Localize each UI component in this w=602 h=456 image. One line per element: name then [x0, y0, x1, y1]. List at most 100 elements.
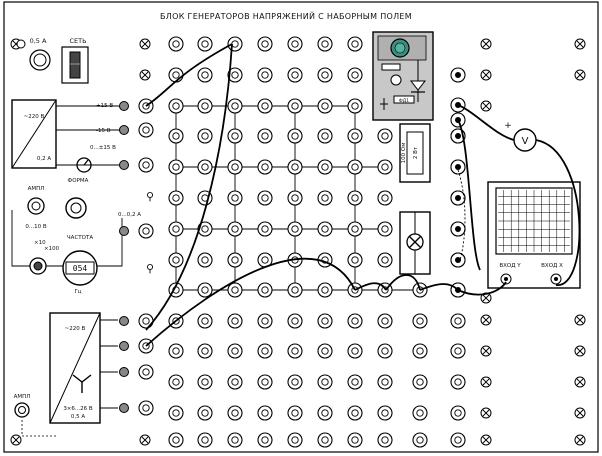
source-terminal-jack[interactable]: [138, 122, 154, 138]
breadboard-jack[interactable]: [287, 405, 303, 421]
breadboard-jack[interactable]: [168, 252, 184, 268]
breadboard-jack[interactable]: [227, 252, 243, 268]
breadboard-jack[interactable]: [227, 432, 243, 448]
breadboard-jack[interactable]: [197, 221, 213, 237]
breadboard-jack[interactable]: [257, 36, 273, 52]
breadboard-jack[interactable]: [317, 374, 333, 390]
breadboard-jack[interactable]: [377, 128, 393, 144]
breadboard-jack[interactable]: [168, 98, 184, 114]
breadboard-jack[interactable]: [227, 98, 243, 114]
breadboard-jack[interactable]: [257, 405, 273, 421]
breadboard-jack[interactable]: [197, 432, 213, 448]
breadboard-jack[interactable]: [450, 432, 466, 448]
breadboard-jack[interactable]: [287, 98, 303, 114]
breadboard-jack[interactable]: [347, 343, 363, 359]
breadboard-jack[interactable]: [257, 221, 273, 237]
breadboard-jack[interactable]: [317, 159, 333, 175]
breadboard-jack[interactable]: [168, 405, 184, 421]
breadboard-jack[interactable]: [197, 159, 213, 175]
breadboard-jack[interactable]: [287, 313, 303, 329]
breadboard-jack[interactable]: [347, 432, 363, 448]
breadboard-jack[interactable]: [168, 67, 184, 83]
breadboard-jack[interactable]: [257, 159, 273, 175]
breadboard-jack[interactable]: [197, 313, 213, 329]
breadboard-jack[interactable]: [257, 252, 273, 268]
breadboard-jack[interactable]: [227, 374, 243, 390]
source-socket-jack[interactable]: [119, 341, 129, 351]
breadboard-jack[interactable]: [412, 313, 428, 329]
breadboard-jack[interactable]: [347, 98, 363, 114]
breadboard-jack[interactable]: [197, 252, 213, 268]
breadboard-jack[interactable]: [347, 405, 363, 421]
breadboard-jack[interactable]: [377, 405, 393, 421]
breadboard-jack[interactable]: [287, 128, 303, 144]
breadboard-jack[interactable]: [197, 343, 213, 359]
breadboard-jack[interactable]: [317, 98, 333, 114]
breadboard-jack[interactable]: [197, 36, 213, 52]
source-terminal-jack[interactable]: [138, 157, 154, 173]
breadboard-jack[interactable]: [317, 36, 333, 52]
breadboard-jack[interactable]: [168, 432, 184, 448]
breadboard-jack[interactable]: [257, 282, 273, 298]
breadboard-jack[interactable]: [227, 128, 243, 144]
breadboard-jack[interactable]: [450, 343, 466, 359]
breadboard-jack[interactable]: [197, 67, 213, 83]
breadboard-jack[interactable]: [168, 36, 184, 52]
source-terminal-jack[interactable]: [138, 313, 154, 329]
breadboard-jack[interactable]: [257, 343, 273, 359]
breadboard-jack[interactable]: [347, 374, 363, 390]
breadboard-jack[interactable]: [412, 432, 428, 448]
breadboard-jack[interactable]: [450, 405, 466, 421]
breadboard-jack[interactable]: [287, 221, 303, 237]
fg-output-jack[interactable]: [119, 226, 129, 236]
breadboard-jack[interactable]: [227, 159, 243, 175]
breadboard-jack[interactable]: [287, 190, 303, 206]
power-switch-icon[interactable]: [61, 46, 89, 84]
breadboard-jack[interactable]: [197, 282, 213, 298]
breadboard-jack[interactable]: [377, 252, 393, 268]
breadboard-jack[interactable]: [227, 190, 243, 206]
source-socket-jack[interactable]: [119, 160, 129, 170]
breadboard-jack[interactable]: [317, 313, 333, 329]
breadboard-jack[interactable]: [197, 374, 213, 390]
breadboard-jack[interactable]: [168, 374, 184, 390]
breadboard-jack[interactable]: [347, 190, 363, 206]
source-socket-jack[interactable]: [119, 403, 129, 413]
breadboard-jack[interactable]: [377, 190, 393, 206]
source-terminal-jack[interactable]: [138, 223, 154, 239]
breadboard-jack[interactable]: [412, 405, 428, 421]
breadboard-jack[interactable]: [347, 252, 363, 268]
breadboard-jack[interactable]: [287, 67, 303, 83]
breadboard-jack[interactable]: [227, 221, 243, 237]
breadboard-jack[interactable]: [317, 128, 333, 144]
breadboard-jack[interactable]: [168, 190, 184, 206]
breadboard-jack[interactable]: [377, 221, 393, 237]
source-socket-jack[interactable]: [119, 367, 129, 377]
breadboard-jack[interactable]: [287, 159, 303, 175]
breadboard-jack[interactable]: [317, 405, 333, 421]
breadboard-jack[interactable]: [347, 128, 363, 144]
breadboard-jack[interactable]: [197, 98, 213, 114]
breadboard-jack[interactable]: [168, 128, 184, 144]
breadboard-jack[interactable]: [257, 67, 273, 83]
breadboard-jack[interactable]: [168, 343, 184, 359]
breadboard-jack[interactable]: [347, 313, 363, 329]
breadboard-jack[interactable]: [257, 313, 273, 329]
breadboard-jack[interactable]: [317, 190, 333, 206]
breadboard-jack[interactable]: [287, 432, 303, 448]
breadboard-jack[interactable]: [227, 282, 243, 298]
breadboard-jack[interactable]: [168, 221, 184, 237]
breadboard-jack[interactable]: [347, 159, 363, 175]
breadboard-jack[interactable]: [257, 98, 273, 114]
breadboard-jack[interactable]: [257, 128, 273, 144]
breadboard-jack[interactable]: [317, 221, 333, 237]
breadboard-jack[interactable]: [377, 374, 393, 390]
breadboard-jack[interactable]: [317, 432, 333, 448]
breadboard-jack[interactable]: [227, 343, 243, 359]
breadboard-jack[interactable]: [287, 343, 303, 359]
breadboard-jack[interactable]: [450, 313, 466, 329]
breadboard-jack[interactable]: [227, 313, 243, 329]
breadboard-jack[interactable]: [347, 221, 363, 237]
breadboard-jack[interactable]: [197, 128, 213, 144]
breadboard-jack[interactable]: [287, 282, 303, 298]
